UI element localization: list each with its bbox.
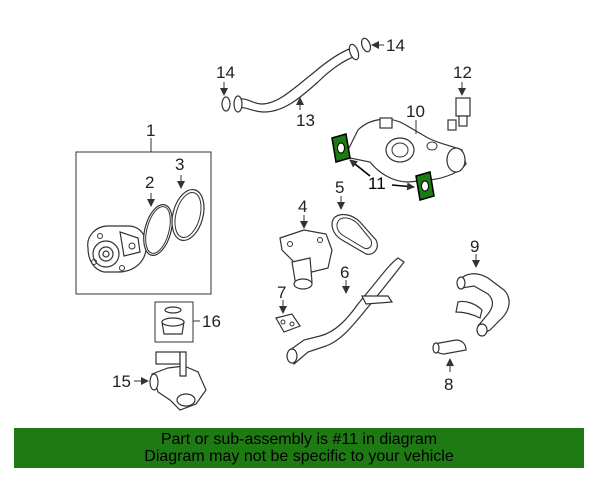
part-2-gasket[interactable]: 2 bbox=[139, 173, 178, 258]
part-14-clamp-lower[interactable]: 14 bbox=[216, 63, 235, 112]
notice-line-1: Part or sub-assembly is #11 in diagram bbox=[160, 431, 438, 448]
part-3-gasket[interactable]: 3 bbox=[167, 155, 209, 244]
part-15-filler-neck[interactable]: 15 bbox=[112, 351, 207, 411]
label-8: 8 bbox=[444, 375, 453, 394]
notice-banner: Part or sub-assembly is #11 in diagram D… bbox=[14, 428, 584, 468]
label-10: 10 bbox=[406, 102, 425, 121]
label-7: 7 bbox=[277, 283, 286, 302]
part-14-clamp-upper[interactable]: 14 bbox=[360, 36, 405, 55]
part-13-hose[interactable]: 13 bbox=[233, 43, 360, 130]
label-5: 5 bbox=[335, 178, 344, 197]
part-5-gasket[interactable]: 5 bbox=[331, 178, 378, 255]
label-4: 4 bbox=[298, 197, 307, 216]
part-6-water-pipe-long[interactable]: 6 bbox=[286, 257, 405, 366]
label-12: 12 bbox=[453, 63, 472, 82]
water-pump-icon bbox=[87, 225, 147, 273]
part-16-frame bbox=[154, 301, 194, 343]
label-9: 9 bbox=[470, 237, 479, 256]
part-10-water-pipe[interactable]: 10 bbox=[347, 102, 467, 183]
label-2: 2 bbox=[145, 173, 154, 192]
part-4-thermostat-housing[interactable]: 4 bbox=[279, 197, 333, 290]
label-13: 13 bbox=[296, 111, 315, 130]
label-14-upper: 14 bbox=[386, 36, 405, 55]
part-16-cap[interactable]: 16 bbox=[154, 301, 221, 343]
part-11-gasket-highlighted[interactable]: 11 bbox=[331, 133, 435, 201]
label-14-lower: 14 bbox=[216, 63, 235, 82]
part-1-frame bbox=[75, 151, 212, 295]
label-1: 1 bbox=[146, 121, 155, 140]
part-9-water-pipe[interactable]: 9 bbox=[455, 237, 510, 337]
label-6: 6 bbox=[340, 263, 349, 282]
part-7-gasket[interactable]: 7 bbox=[275, 283, 301, 333]
part-12-temp-sensor[interactable]: 12 bbox=[447, 63, 472, 131]
label-15: 15 bbox=[112, 372, 131, 391]
part-8-hose[interactable]: 8 bbox=[432, 339, 467, 394]
label-3: 3 bbox=[175, 155, 184, 174]
notice-line-2: Diagram may not be specific to your vehi… bbox=[144, 448, 454, 465]
label-16: 16 bbox=[202, 312, 221, 331]
label-11: 11 bbox=[368, 174, 386, 193]
part-1-water-pump-group[interactable]: 1 2 3 bbox=[75, 121, 212, 295]
